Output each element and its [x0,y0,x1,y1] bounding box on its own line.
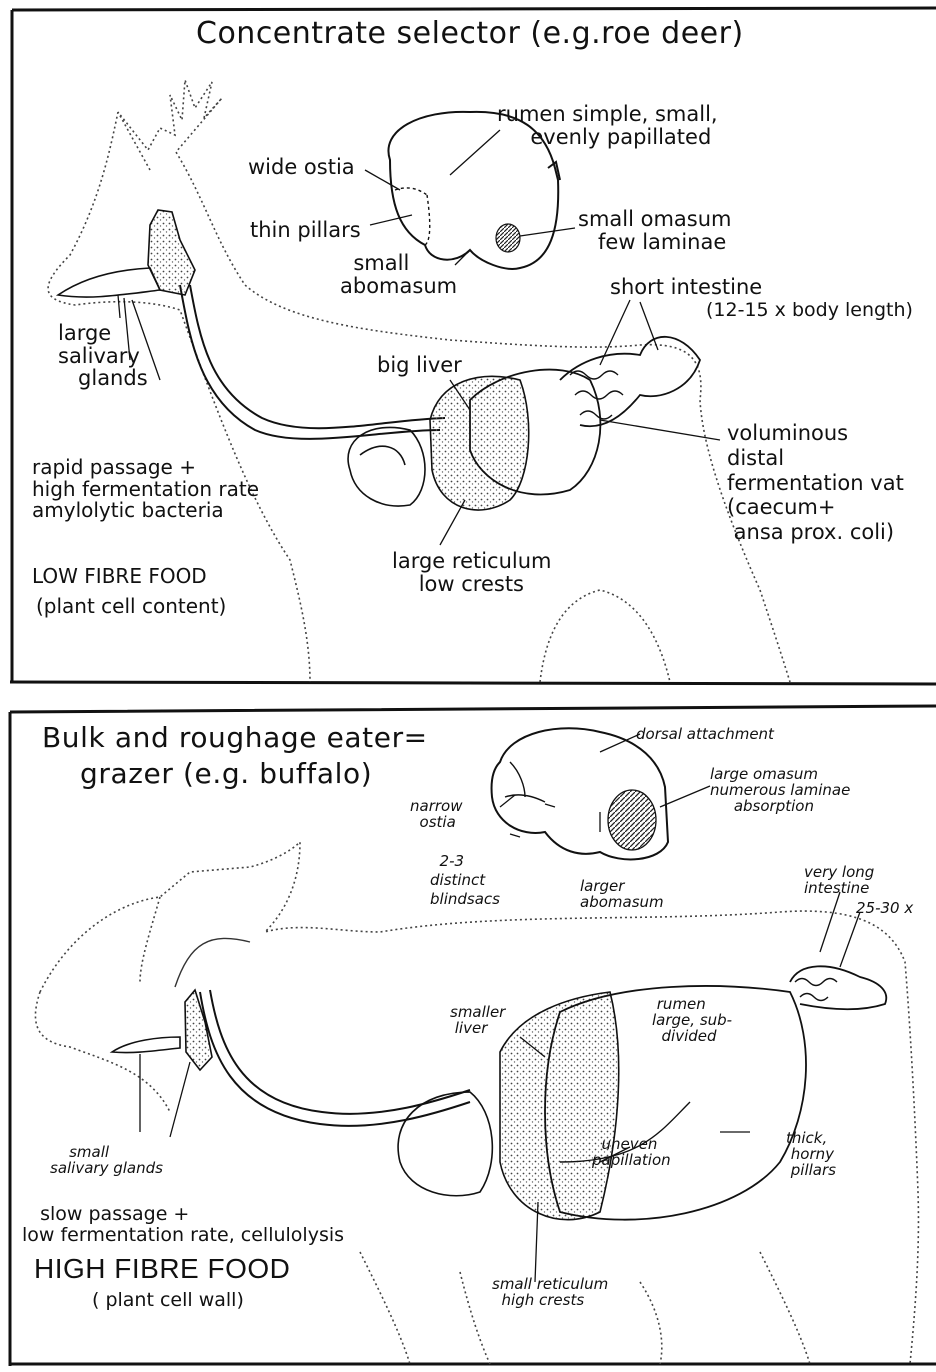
salivary-glands [58,268,160,297]
label-narrow-ostia: narrow ostia [410,798,462,830]
label-intestine-length: (12-15 x body length) [706,300,913,321]
intestine [790,966,886,1009]
panel-concentrate-selector: Concentrate selector (e.g.roe deer) rume… [0,0,936,690]
label-food: HIGH FIBRE FOOD [34,1254,290,1284]
label-larger-abomasum: larger abomasum [580,878,664,910]
label-large-omasum: large omasum numerous laminae absorption [710,766,850,815]
label-thick-horny-pillars: thick, horny pillars [786,1130,836,1179]
label-salivary-glands: small salivary glands [50,1144,163,1176]
label-rumen: rumen simple, small, evenly papillated [497,103,718,148]
label-fermentation-vat: voluminous distal fermentation vat (caec… [727,421,904,545]
label-very-long-intestine: very long intestine [804,864,874,896]
label-uneven-papillation: uneven papillation [592,1136,671,1168]
label-small-omasum: small omasum few laminae [578,208,732,253]
label-passage: slow passage + low fermentation rate, ce… [22,1204,344,1245]
label-thin-pillars: thin pillars [250,219,361,242]
label-wide-ostia: wide ostia [248,156,355,179]
label-passage: rapid passage + high fermentation rate a… [32,457,259,522]
label-salivary-glands: large salivary glands [58,322,148,390]
label-blindsacs: 2-3 distinct blindsacs [430,852,500,908]
label-smaller-liver: smaller liver [450,1004,505,1036]
label-dorsal-attachment: dorsal attachment [636,726,774,742]
label-small-reticulum: small reticulum high crests [492,1276,608,1308]
label-reticulum: large reticulum low crests [392,550,552,595]
label-small-abomasum: small abomasum [340,252,457,297]
label-big-liver: big liver [377,354,462,377]
label-rumen: rumen large, sub- divided [652,996,732,1045]
panel-bulk-roughage-eater: Bulk and roughage eater= grazer (e.g. bu… [0,692,936,1372]
label-intestine-ratio: 25-30 x [856,900,913,916]
esophagus [200,990,470,1126]
salivary-glands [112,1037,180,1053]
label-food-sub: (plant cell content) [36,596,226,618]
label-food: LOW FIBRE FOOD [32,566,207,588]
label-food-sub: ( plant cell wall) [92,1290,244,1311]
liver [500,992,619,1220]
intestine [560,337,700,426]
title: Concentrate selector (e.g.roe deer) [196,18,744,50]
title: Bulk and roughage eater= grazer (e.g. bu… [42,720,428,792]
buffalo-outline [35,842,918,1364]
label-short-intestine: short intestine [610,276,762,299]
